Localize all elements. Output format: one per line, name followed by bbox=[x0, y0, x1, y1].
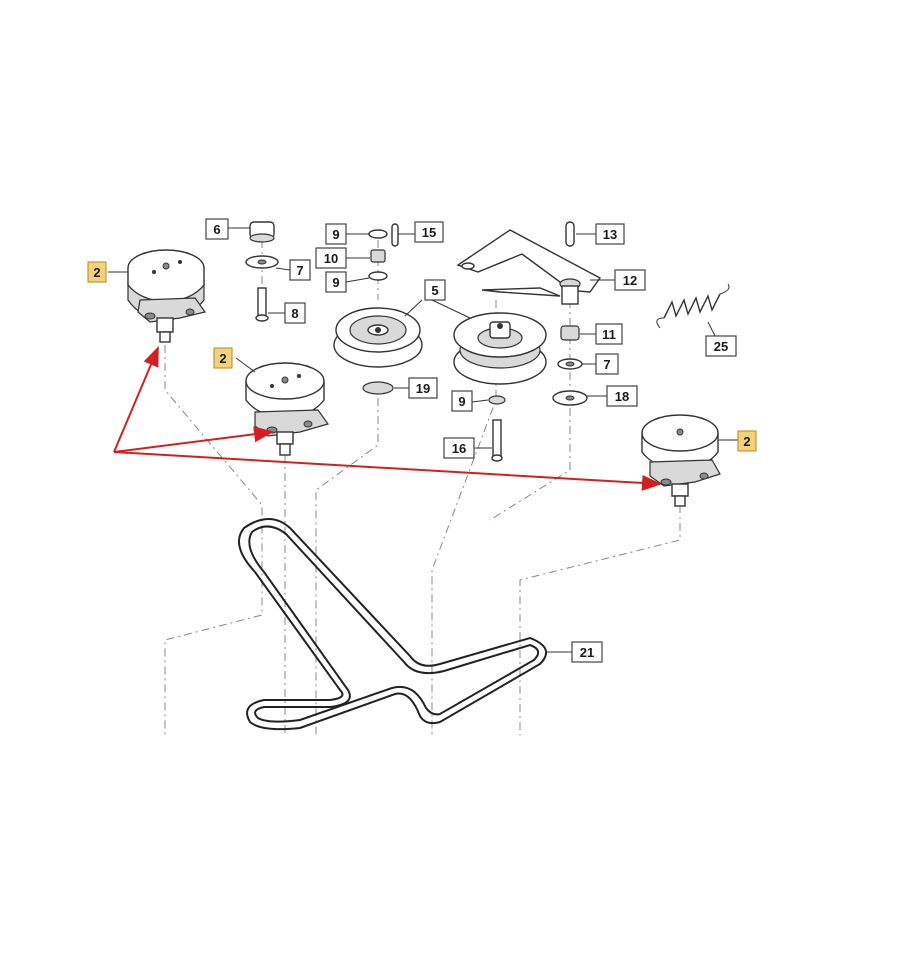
callout-21-text: 21 bbox=[580, 645, 594, 660]
callout-9-bottom-text: 9 bbox=[458, 394, 465, 409]
bolt-stack-left bbox=[245, 221, 279, 322]
callout-16-text: 16 bbox=[452, 441, 466, 456]
callout-9-mid: 9 bbox=[325, 271, 347, 293]
callout-18-text: 18 bbox=[615, 389, 629, 404]
callout-7-right: 7 bbox=[595, 353, 619, 375]
callout-10-text: 10 bbox=[324, 251, 338, 266]
callout-13-text: 13 bbox=[603, 227, 617, 242]
idler-pulley-v bbox=[453, 312, 547, 385]
idler-bolt bbox=[488, 395, 506, 462]
tension-spring bbox=[656, 283, 730, 329]
callout-2-left-text: 2 bbox=[93, 265, 100, 280]
idler-pulley-flat bbox=[333, 307, 423, 368]
callout-2-middle: 2 bbox=[213, 347, 233, 369]
callout-6-text: 6 bbox=[213, 222, 220, 237]
callout-19: 19 bbox=[408, 377, 438, 399]
callout-16: 16 bbox=[443, 437, 475, 459]
callout-25: 25 bbox=[705, 335, 737, 357]
assembly-lines bbox=[164, 240, 681, 735]
callout-15: 15 bbox=[414, 221, 444, 243]
spindle-pulley-right bbox=[641, 414, 721, 507]
callout-9-top: 9 bbox=[325, 223, 347, 245]
callout-18: 18 bbox=[606, 385, 638, 407]
callout-2-right-text: 2 bbox=[743, 434, 750, 449]
callout-12-text: 12 bbox=[623, 273, 637, 288]
callout-9-mid-text: 9 bbox=[332, 275, 339, 290]
callout-2-middle-text: 2 bbox=[219, 351, 226, 366]
callout-11-text: 11 bbox=[602, 327, 616, 342]
callout-12: 12 bbox=[614, 269, 646, 291]
callout-7-left-text: 7 bbox=[296, 263, 303, 278]
callout-11: 11 bbox=[595, 323, 623, 345]
callout-25-text: 25 bbox=[714, 339, 728, 354]
callout-9-bottom: 9 bbox=[451, 390, 473, 412]
callout-6: 6 bbox=[205, 218, 229, 240]
callout-21: 21 bbox=[571, 641, 603, 663]
callout-2-right: 2 bbox=[737, 430, 757, 452]
callout-5-text: 5 bbox=[431, 283, 438, 298]
callout-13: 13 bbox=[595, 223, 625, 245]
idler-arm-bracket bbox=[456, 221, 602, 305]
callout-7-left: 7 bbox=[289, 259, 311, 281]
callout-7-right-text: 7 bbox=[603, 357, 610, 372]
callout-5: 5 bbox=[424, 279, 446, 301]
red-arrows bbox=[113, 346, 662, 491]
callout-8-text: 8 bbox=[291, 306, 298, 321]
callout-2-left: 2 bbox=[87, 261, 107, 283]
callout-9-top-text: 9 bbox=[332, 227, 339, 242]
spindle-pulley-middle bbox=[245, 362, 329, 456]
idler-arm-hardware bbox=[552, 325, 588, 406]
leader-lines bbox=[108, 227, 738, 653]
callout-10: 10 bbox=[315, 247, 347, 269]
callout-8: 8 bbox=[284, 302, 306, 324]
drive-belt bbox=[237, 518, 548, 731]
callout-15-text: 15 bbox=[422, 225, 436, 240]
callout-19-text: 19 bbox=[416, 381, 430, 396]
spindle-pulley-left bbox=[127, 249, 207, 343]
